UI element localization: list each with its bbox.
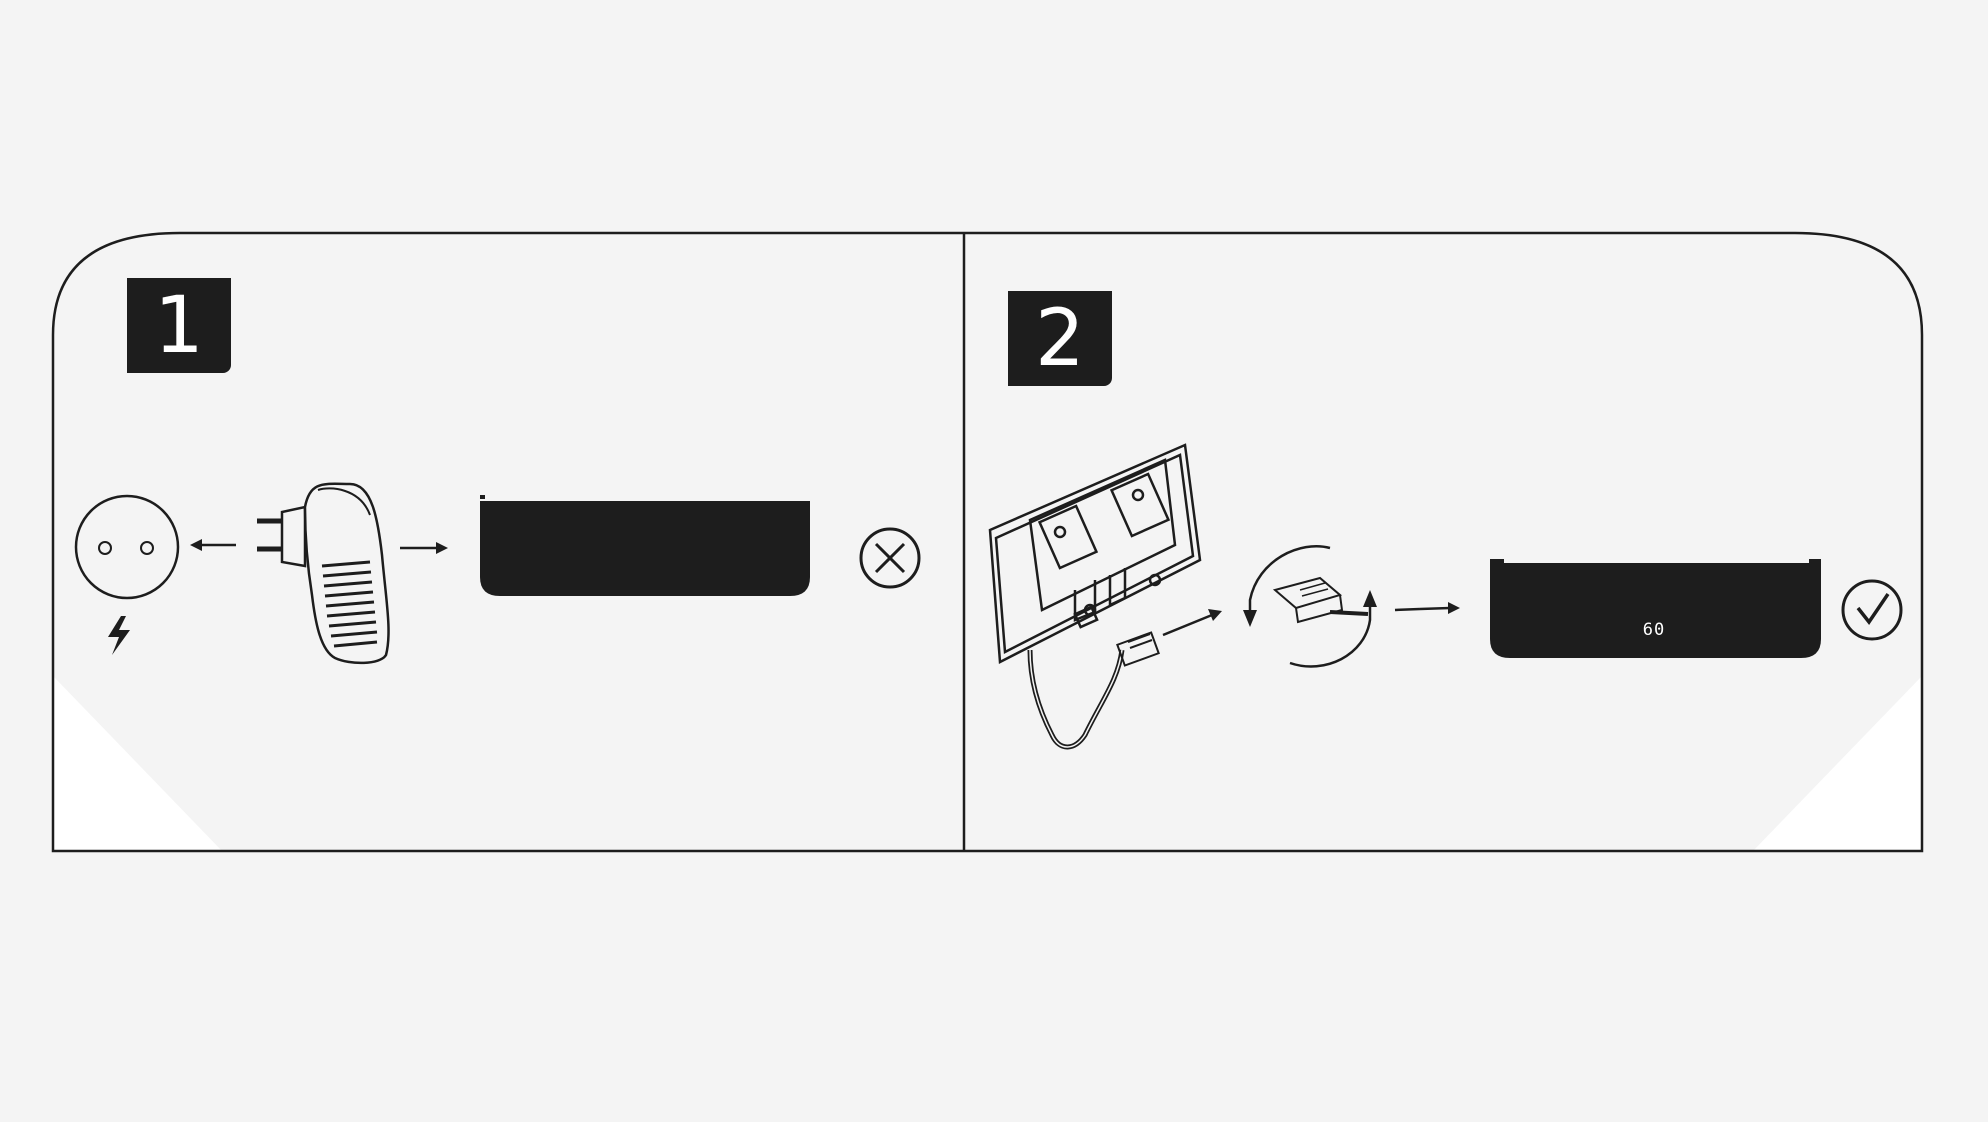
rj45-connector-icon (1027, 631, 1160, 750)
panel-corner-right (1753, 676, 1922, 851)
arrow-right-icon (1162, 609, 1222, 637)
step-number-badge: 2 (1008, 291, 1112, 386)
panel-frame (51, 231, 1924, 853)
wall-mount-bracket-icon (988, 443, 1202, 664)
wall-socket-icon (74, 494, 180, 600)
power-bolt-icon (108, 616, 130, 655)
device-icon (480, 494, 810, 596)
panel-corner-left (53, 676, 222, 851)
device-display-readout: 60 (1642, 620, 1666, 640)
check-circle-icon (1841, 579, 1903, 641)
arrow-right-icon (1394, 602, 1460, 614)
arrow-left-icon (190, 539, 236, 551)
plug-adapter-icon (257, 482, 390, 665)
rotate-arrows-icon (1243, 545, 1377, 668)
device-icon (1490, 556, 1821, 658)
arrow-right-icon (400, 542, 448, 554)
cross-circle-icon (859, 527, 921, 589)
step-number-badge: 1 (127, 278, 231, 373)
